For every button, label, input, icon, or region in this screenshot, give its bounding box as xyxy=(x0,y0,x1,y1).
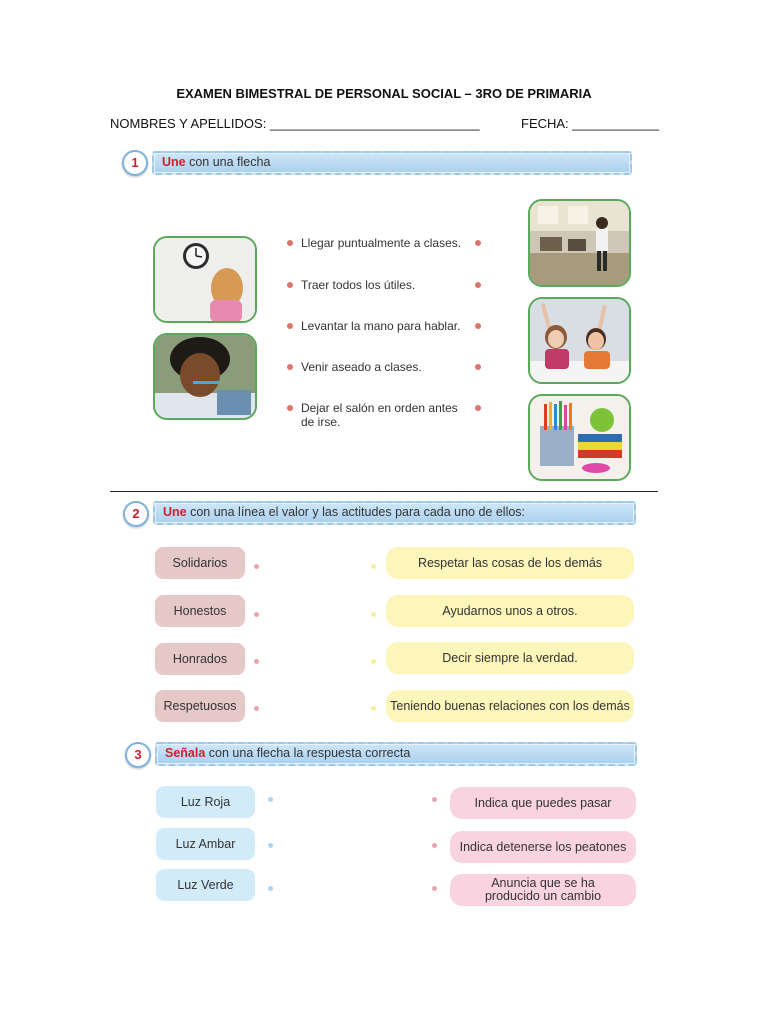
attitude-connector-dot[interactable] xyxy=(371,564,376,569)
section1-left-dot[interactable] xyxy=(287,240,293,246)
photo-school-supplies xyxy=(528,394,631,481)
traffic-light-box: Luz Verde xyxy=(156,869,255,901)
value-connector-dot[interactable] xyxy=(254,612,259,617)
value-box: Solidarios xyxy=(155,547,245,579)
exam-title: EXAMEN BIMESTRAL DE PERSONAL SOCIAL – 3R… xyxy=(176,86,592,101)
traffic-light-box: Luz Roja xyxy=(156,786,255,818)
traffic-light-box: Luz Ambar xyxy=(156,828,255,860)
attitude-box: Ayudarnos unos a otros. xyxy=(386,595,634,627)
attitude-connector-dot[interactable] xyxy=(371,706,376,711)
attitude-connector-dot[interactable] xyxy=(371,659,376,664)
light-connector-dot[interactable] xyxy=(268,797,273,802)
section1-number-badge: 1 xyxy=(122,150,148,176)
school-supplies-image xyxy=(530,396,629,479)
section1-item: Venir aseado a clases. xyxy=(301,360,422,374)
section1-right-dot[interactable] xyxy=(475,240,481,246)
section3-instruction-text: con una flecha la respuesta correcta xyxy=(205,746,411,760)
answer-connector-dot[interactable] xyxy=(432,843,437,848)
section1-item: Dejar el salón en orden antes de irse. xyxy=(301,401,458,429)
classroom-image xyxy=(530,201,629,285)
section2-number-badge: 2 xyxy=(123,501,149,527)
attitude-connector-dot[interactable] xyxy=(371,612,376,617)
section1-left-dot[interactable] xyxy=(287,364,293,370)
value-box: Respetuosos xyxy=(155,690,245,722)
section1-item: Llegar puntualmente a clases. xyxy=(301,236,462,250)
photo-kids-raising-hands xyxy=(528,297,631,384)
boy-brushing-image xyxy=(155,335,255,418)
section3-banner: Señala con una flecha la respuesta corre… xyxy=(155,742,637,766)
section1-left-dot[interactable] xyxy=(287,282,293,288)
attitude-box: Decir siempre la verdad. xyxy=(386,642,634,674)
answer-connector-dot[interactable] xyxy=(432,886,437,891)
section1-left-dot[interactable] xyxy=(287,323,293,329)
section2-banner: Une con una línea el valor y las actitud… xyxy=(153,501,636,525)
section1-item: Traer todos los útiles. xyxy=(301,278,416,292)
light-connector-dot[interactable] xyxy=(268,843,273,848)
section1-right-dot[interactable] xyxy=(475,405,481,411)
answer-connector-dot[interactable] xyxy=(432,797,437,802)
names-field-label: NOMBRES Y APELLIDOS: ___________________… xyxy=(110,116,480,131)
photo-classroom xyxy=(528,199,631,287)
value-connector-dot[interactable] xyxy=(254,659,259,664)
answer-box: Anuncia que se ha producido un cambio xyxy=(450,874,636,906)
section1-instruction-text: con una flecha xyxy=(185,155,271,169)
section1-item: Levantar la mano para hablar. xyxy=(301,319,461,333)
attitude-box: Respetar las cosas de los demás xyxy=(386,547,634,579)
answer-box: Indica detenerse los peatones xyxy=(450,831,636,863)
light-connector-dot[interactable] xyxy=(268,886,273,891)
value-box: Honestos xyxy=(155,595,245,627)
attitude-box: Teniendo buenas relaciones con los demás xyxy=(386,690,634,722)
section2-keyword: Une xyxy=(163,505,187,519)
girl-clock-image xyxy=(155,238,255,321)
section3-number-badge: 3 xyxy=(125,742,151,768)
value-box: Honrados xyxy=(155,643,245,675)
photo-girl-clock xyxy=(153,236,257,323)
section1-banner: Une con una flecha xyxy=(152,151,632,175)
kids-raising-hands-image xyxy=(530,299,629,382)
photo-boy-brushing xyxy=(153,333,257,420)
value-connector-dot[interactable] xyxy=(254,564,259,569)
date-field-label: FECHA: ____________ xyxy=(521,116,660,131)
section3-instruction: Señala con una flecha la respuesta corre… xyxy=(165,746,410,760)
section1-keyword: Une xyxy=(162,155,186,169)
section2-instruction-text: con una línea el valor y las actitudes p… xyxy=(186,505,526,519)
value-connector-dot[interactable] xyxy=(254,706,259,711)
section1-left-dot[interactable] xyxy=(287,405,293,411)
section1-right-dot[interactable] xyxy=(475,364,481,370)
answer-box: Indica que puedes pasar xyxy=(450,787,636,819)
section2-instruction: Une con una línea el valor y las actitud… xyxy=(163,505,525,519)
section1-right-dot[interactable] xyxy=(475,323,481,329)
section-divider xyxy=(110,491,658,492)
section1-instruction: Une con una flecha xyxy=(162,155,270,169)
section3-keyword: Señala xyxy=(165,746,206,760)
section1-right-dot[interactable] xyxy=(475,282,481,288)
